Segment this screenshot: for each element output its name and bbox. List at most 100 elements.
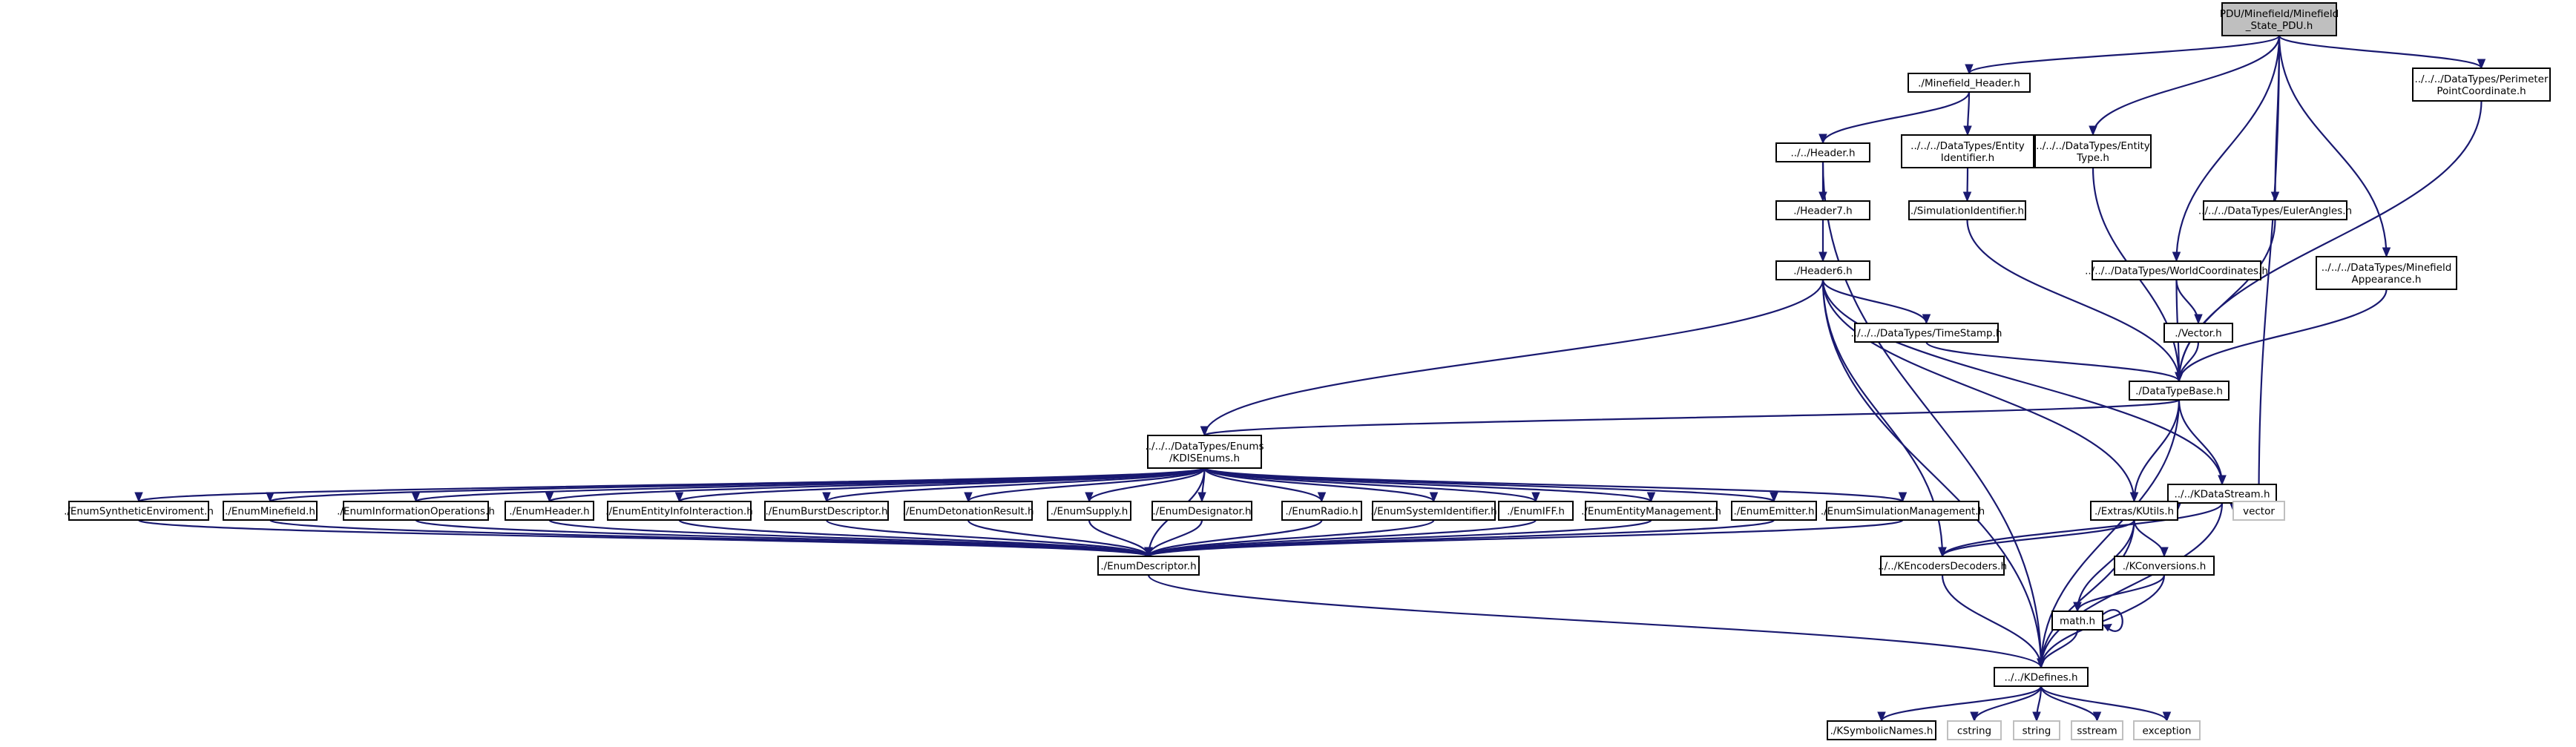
node-enum-entity-info[interactable]: ./EnumEntityInfoInteraction.h xyxy=(605,501,753,521)
node-world-coordinates[interactable]: ../../../DataTypes/WorldCoordinates.h xyxy=(2085,260,2268,280)
node-label: ../../KDataStream.h xyxy=(2174,489,2270,501)
node-math-h[interactable]: math.h xyxy=(2051,611,2103,631)
arrowhead xyxy=(2162,711,2172,723)
arrowhead xyxy=(1646,492,1656,503)
node-box xyxy=(2051,611,2103,631)
node-box xyxy=(2092,260,2261,280)
node-enum-descriptor[interactable]: ./EnumDescriptor.h xyxy=(1097,556,1200,576)
edge-enum_sim_mgmt-to-enum_descriptor xyxy=(1144,519,1904,558)
node-enum-sim-mgmt[interactable]: ./EnumSimulationManagement.h xyxy=(1821,501,1985,521)
edge-kdis_enums-to-enum_sim_mgmt xyxy=(1203,467,1908,503)
edge-line xyxy=(678,519,1150,558)
node-label: ./EnumEntityInfoInteraction.h xyxy=(605,506,753,518)
node-simulation-identifier[interactable]: ./SimulationIdentifier.h xyxy=(1908,200,2026,220)
arrowhead xyxy=(1922,314,1931,325)
edge-line xyxy=(1941,502,2224,557)
node-perimeter[interactable]: ../../../DataTypes/PerimeterPointCoordin… xyxy=(2412,68,2551,102)
node-label: ./Header6.h xyxy=(1793,266,1852,277)
edge-data_type_base-to-kutils xyxy=(2129,399,2181,503)
node-euler-angles[interactable]: ../../../DataTypes/EulerAngles.h xyxy=(2198,200,2352,220)
node-enum-radio[interactable]: ./EnumRadio.h xyxy=(1281,501,1362,521)
edge-line xyxy=(1821,279,2043,668)
node-ksymbolic[interactable]: ./KSymbolicNames.h xyxy=(1827,720,1936,740)
edge-line xyxy=(2040,685,2098,722)
edge-kdis_enums-to-enum_iff xyxy=(1203,467,1540,503)
node-time-stamp[interactable]: ../../../DataTypes/TimeStamp.h xyxy=(1851,323,2002,343)
node-label: ./EnumInformationOperations.h xyxy=(337,506,495,518)
edge-line xyxy=(1941,574,2043,668)
edge-kconversions-to-math_h xyxy=(2073,574,2166,613)
arrowhead xyxy=(1818,134,1827,145)
node-sstream: sstream xyxy=(2071,720,2123,740)
node-label: ./EnumDescriptor.h xyxy=(1100,561,1196,573)
edge-line xyxy=(1147,519,1775,558)
edge-kdata_stream-to-kdefines xyxy=(2037,502,2224,669)
edge-line xyxy=(1821,161,2043,668)
node-header6[interactable]: ./Header6.h xyxy=(1775,260,1870,280)
node-label: vector xyxy=(2243,506,2275,518)
edge-line xyxy=(1821,91,1971,144)
edge-line xyxy=(2040,502,2224,668)
node-label: PDU/Minefield/Minefield xyxy=(2220,8,2339,20)
node-data-type-base[interactable]: ./DataTypeBase.h xyxy=(2129,381,2230,401)
edge-enum_descriptor-to-kdefines xyxy=(1147,574,2046,669)
edge-line xyxy=(1203,467,1435,503)
arrowhead xyxy=(1197,492,1206,503)
node-label: ./Header7.h xyxy=(1793,205,1852,217)
edge-line xyxy=(2040,519,2135,668)
arrowhead xyxy=(1144,547,1153,558)
arrowhead xyxy=(545,492,554,503)
edge-line xyxy=(1203,467,1904,503)
node-minefield-header[interactable]: ./Minefield_Header.h xyxy=(1908,73,2031,93)
node-enum-designator[interactable]: ./EnumDesignator.h xyxy=(1151,501,1252,521)
node-enum-info-ops[interactable]: ./EnumInformationOperations.h xyxy=(337,501,495,521)
node-header[interactable]: ../../Header.h xyxy=(1775,142,1870,162)
node-enum-header[interactable]: ./EnumHeader.h xyxy=(505,501,594,521)
edge-kdis_enums-to-enum_minefield xyxy=(266,467,1206,503)
node-kutils[interactable]: ./Extras/KUtils.h xyxy=(2090,501,2178,521)
node-enum-supply[interactable]: ./EnumSupply.h xyxy=(1047,501,1131,521)
node-enum-detonation[interactable]: ./EnumDetonationResult.h xyxy=(902,501,1034,521)
edge-world_coordinates-to-vector_h xyxy=(2175,279,2203,325)
node-kdis-enums[interactable]: ../../../DataTypes/Enums/KDISEnums.h xyxy=(1145,435,1264,469)
node-enum-emitter[interactable]: ./EnumEmitter.h xyxy=(1731,501,1817,521)
node-header7[interactable]: ./Header7.h xyxy=(1775,200,1870,220)
edge-root-to-entity_type xyxy=(2089,35,2281,136)
node-enum-minefield[interactable]: ./EnumMinefield.h xyxy=(223,501,318,521)
node-kconversions[interactable]: ./KConversions.h xyxy=(2114,556,2215,576)
node-vector-h[interactable]: ./Vector.h xyxy=(2163,323,2233,343)
edge-kutils-to-kconversions xyxy=(2133,519,2169,558)
node-box xyxy=(2114,556,2215,576)
node-label: Identifier.h xyxy=(1941,152,1994,164)
node-enum-iff[interactable]: ./EnumIFF.h xyxy=(1498,501,1574,521)
edge-kdis_enums-to-enum_burst xyxy=(822,467,1206,503)
arrowhead xyxy=(2172,251,2181,263)
node-label: ./Extras/KUtils.h xyxy=(2094,506,2174,518)
arrowhead xyxy=(266,492,275,503)
node-kencoders[interactable]: ../../KEncodersDecoders.h xyxy=(1878,556,2007,576)
node-kdefines[interactable]: ../../KDefines.h xyxy=(1994,667,2089,687)
node-enum-burst[interactable]: ./EnumBurstDescriptor.h xyxy=(764,501,889,521)
node-enum-entity-mgmt[interactable]: ./EnumEntityManagement.h xyxy=(1581,501,1721,521)
node-box xyxy=(2071,720,2123,740)
arrowhead xyxy=(1962,191,1972,203)
node-box xyxy=(2129,381,2230,401)
edge-data_type_base-to-kdata_stream xyxy=(2178,399,2227,486)
edge-header6-to-kutils xyxy=(1821,279,2139,503)
edge-header6-to-kdis_enums xyxy=(1200,279,1824,437)
edge-line xyxy=(2040,685,2168,722)
edge-line xyxy=(2092,35,2281,136)
node-kdata-stream[interactable]: ../../KDataStream.h xyxy=(2167,484,2277,504)
node-label: ./EnumMinefield.h xyxy=(225,506,315,518)
node-label: _State_PDU.h xyxy=(2245,20,2313,32)
edge-kdefines-to-exception xyxy=(2040,685,2172,723)
node-label: ../../KEncodersDecoders.h xyxy=(1878,561,2007,573)
node-enum-synthetic[interactable]: ./EnumSyntheticEnviroment.h xyxy=(64,501,214,521)
node-label: ./EnumRadio.h xyxy=(1285,506,1358,518)
node-enum-system-id[interactable]: ./EnumSystemIdentifier.h xyxy=(1370,501,1497,521)
node-box xyxy=(1775,260,1870,280)
